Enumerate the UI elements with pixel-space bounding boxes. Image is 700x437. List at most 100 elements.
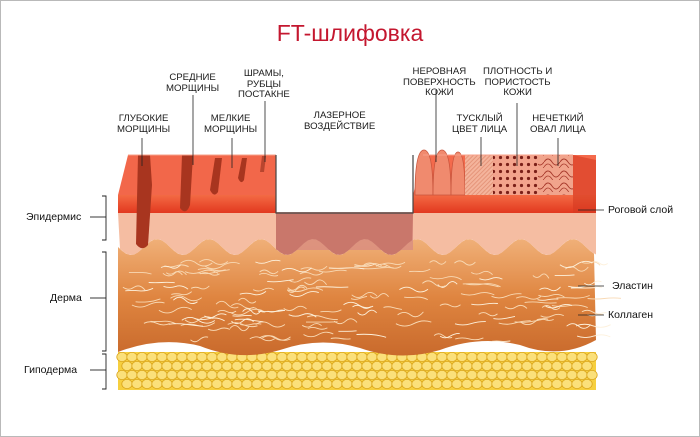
fat-cell [136,369,148,380]
label-hypodermis: Гиподерма [24,364,78,376]
dermis-fiber [289,291,319,297]
dermis-fiber [462,283,499,288]
label-density: ПЛОТНОСТЬ И ПОРИСТОСТЬ КОЖИ [483,66,552,99]
dermis-fiber [538,293,565,298]
dermis-fiber [299,271,324,276]
fat-cell [371,378,383,389]
dermis-fiber [231,318,254,325]
label-line: ВОЗДЕЙСТВИЕ [304,120,376,132]
fat-cell [191,360,203,371]
label-line: ПОСТАКНЕ [238,89,290,100]
fat-cell [431,378,443,389]
dermis-fiber [576,334,611,339]
dermis-fiber [180,259,213,267]
fat-cell [411,378,423,389]
label-fine-wrinkles: МЕЛКИЕ МОРЩИНЫ [204,113,257,135]
fat-cell [146,369,158,380]
fat-cell [306,351,318,362]
fat-cell [151,378,163,389]
dermis-fiber [303,331,334,338]
dermis-fiber [171,291,192,296]
dermis-fiber [232,314,252,317]
dermis-fiber [354,262,382,267]
fat-cell [356,351,368,362]
dermis-fiber [229,325,250,332]
fat-cell [471,378,483,389]
fat-cell [261,378,273,389]
dermis-fiber [234,318,264,323]
dermis-fiber [239,291,267,296]
label-line: ШРАМЫ, [243,68,284,79]
dermis-fiber [242,308,262,315]
fat-cell [211,378,223,389]
fat-cell [516,369,528,380]
collagen-elastin-fibers [122,259,622,343]
fat-cell [416,369,428,380]
fat-cell [451,378,463,389]
dermis-fiber [356,333,387,338]
dermis-fiber [165,271,183,276]
label-line: РУБЦЫ [246,78,281,90]
fat-cell [486,369,498,380]
dermis-fiber [429,260,447,265]
fat-cell [446,369,458,380]
dermis-fiber [163,285,189,290]
diagram-title: FT-шлифовка [276,20,424,46]
fat-cell [176,369,188,380]
dermis-fiber [227,322,258,328]
fat-cell [171,378,183,389]
fat-cell [291,360,303,371]
fat-cell [346,351,358,362]
fat-cell [331,360,343,371]
dermis-fiber [320,309,342,313]
fat-cell [166,369,178,380]
dermis-fiber [383,306,402,310]
fat-cell [231,378,243,389]
dermis-fiber [288,313,317,318]
dermis-fiber [301,323,322,328]
fat-cell [131,378,143,389]
fat-cell [566,369,578,380]
fat-cell [511,360,523,371]
dermis-fiber [262,335,291,341]
dermis-fiber [199,272,220,276]
dermis-fiber [281,267,312,273]
fat-cell [401,360,413,371]
fat-cell [566,351,578,362]
fat-cell [486,351,498,362]
fat-cell [206,351,218,362]
fat-cell [526,369,538,380]
dermis-fiber [404,296,428,301]
fat-cell [296,351,308,362]
laser-treated-dermis [276,213,413,255]
fat-cell [336,369,348,380]
dermis-fiber [382,261,406,265]
fat-cell [576,351,588,362]
callout-lines [141,90,604,316]
label-medium-wrinkles: СРЕДНИЕ МОРЩИНЫ [166,72,219,94]
dermis-fiber [554,274,575,276]
fat-cell [341,378,353,389]
label-line: МОРЩИНЫ [117,123,171,135]
fat-cell [216,351,228,362]
fat-cell [461,360,473,371]
dermis-fiber [559,260,593,268]
dermis-fiber [359,267,394,270]
fat-cell [381,378,393,389]
dermis-fiber [433,333,453,339]
fat-cell [276,369,288,380]
dermis-fiber [283,305,307,311]
dermis-fiber [537,298,559,301]
dermis-fiber [318,269,347,273]
dermis-fiber [307,327,328,330]
fat-cell [571,378,583,389]
label-line: КОЖИ [425,87,454,98]
label-line: ЦВЕТ ЛИЦА [452,123,508,135]
fat-cell [196,351,208,362]
dermis-fiber [255,259,281,264]
fat-cell [546,369,558,380]
fat-cell [551,378,563,389]
fat-cell [341,360,353,371]
dermis-fiber [252,287,274,292]
